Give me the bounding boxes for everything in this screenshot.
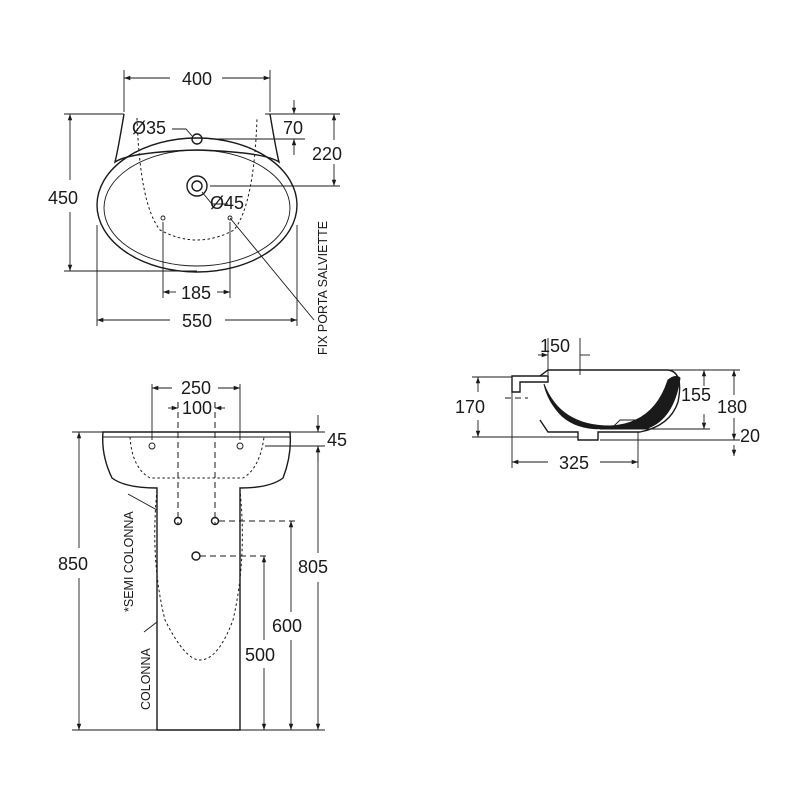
dim-150: 150 — [540, 336, 570, 356]
dim-20: 20 — [740, 426, 760, 446]
dim-180: 180 — [717, 397, 747, 417]
front-hidden-bowl — [129, 436, 265, 479]
top-view: 400 70 220 450 Ø35 Ø45 185 — [48, 69, 342, 355]
tap-hole — [191, 133, 203, 145]
basin-outer-rim — [96, 137, 298, 273]
dim-600: 600 — [272, 616, 302, 636]
label-semi-column: *SEMI COLONNA — [122, 511, 136, 612]
label-drain-hole: Ø45 — [210, 193, 244, 213]
dim-550: 550 — [182, 311, 212, 331]
dim-45: 45 — [327, 430, 347, 450]
label-towel-fix: FIX PORTA SALVIETTE — [316, 221, 330, 355]
tap-deck — [113, 113, 281, 164]
side-back-piece — [511, 375, 549, 393]
dim-70: 70 — [283, 118, 303, 138]
semi-column-outline — [154, 489, 243, 661]
basin-inner-bowl — [103, 149, 291, 267]
dim-450: 450 — [48, 188, 78, 208]
dim-185: 185 — [181, 283, 211, 303]
label-tap-hole: Ø35 — [132, 118, 166, 138]
dim-100: 100 — [182, 398, 212, 418]
front-view: 250 100 45 850 805 600 500 — [58, 378, 347, 731]
dim-500: 500 — [245, 645, 275, 665]
dim-805: 805 — [298, 557, 328, 577]
dim-155: 155 — [681, 385, 711, 405]
fix-hole-left — [160, 215, 166, 221]
drain-outer — [186, 175, 208, 197]
dim-220: 220 — [312, 144, 342, 164]
front-drain — [191, 551, 201, 561]
drain-inner — [191, 180, 203, 192]
side-view: 150 170 155 180 20 325 — [455, 336, 760, 473]
label-column: COLONNA — [139, 648, 153, 710]
dim-850: 850 — [58, 554, 88, 574]
side-bowl-wall — [543, 375, 681, 430]
dim-250: 250 — [181, 378, 211, 398]
side-basin-body — [539, 369, 681, 441]
dim-325: 325 — [559, 453, 589, 473]
dim-170: 170 — [455, 397, 485, 417]
fix-hole-right — [227, 215, 233, 221]
dim-400: 400 — [182, 69, 212, 89]
